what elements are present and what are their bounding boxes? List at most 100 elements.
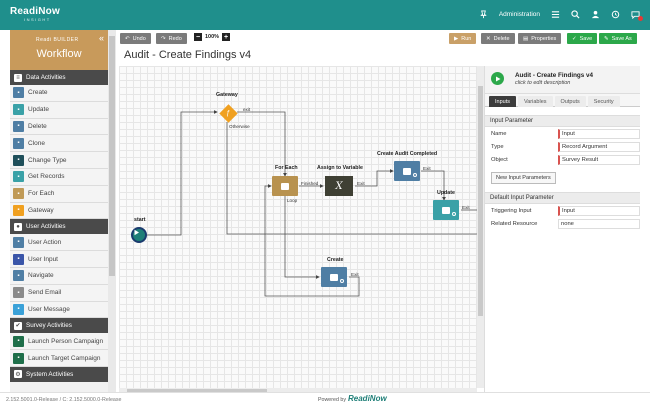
canvas-horizontal-scrollbar-thumb[interactable] bbox=[127, 389, 267, 393]
param-label: Triggering Input bbox=[491, 207, 532, 214]
email-icon: ▪ bbox=[13, 287, 24, 299]
save-button[interactable]: ✓Save bbox=[567, 33, 598, 44]
sidebar-item-launch-target-campaign[interactable]: ▪Launch Target Campaign bbox=[10, 350, 108, 367]
variable-x-icon: X bbox=[335, 180, 343, 192]
search-icon[interactable] bbox=[570, 9, 580, 19]
assign-to-variable-node[interactable]: X bbox=[325, 176, 353, 196]
sidebar-item-launch-person-campaign[interactable]: ▪Launch Person Campaign bbox=[10, 333, 108, 351]
sidebar-section-label: Survey Activities bbox=[26, 322, 72, 330]
new-input-parameters-button[interactable]: New Input Parameters bbox=[491, 172, 556, 184]
app-logo[interactable]: ReadiNow INSIGHT bbox=[10, 6, 60, 22]
zoom-out-button[interactable]: − bbox=[194, 33, 202, 41]
sidebar-item-label: User Message bbox=[28, 305, 70, 313]
run-button[interactable]: ▶Run bbox=[449, 33, 477, 44]
user-input-icon: ▪ bbox=[13, 253, 24, 265]
for-each-node-label: For Each bbox=[275, 165, 298, 171]
sidebar-item-label: Update bbox=[28, 106, 49, 114]
sidebar-item-get-records[interactable]: ▪ Get Records bbox=[10, 168, 108, 186]
sidebar-item-delete[interactable]: ▪Delete bbox=[10, 118, 108, 136]
sidebar-section-survey-activities[interactable]: ✔Survey Activities bbox=[10, 318, 108, 334]
sidebar-section-data-activities[interactable]: ≡Data Activities bbox=[10, 70, 108, 85]
sidebar-item-label: For Each bbox=[28, 190, 55, 198]
run-workflow-button[interactable] bbox=[491, 72, 504, 85]
for-each-icon: ▪ bbox=[13, 188, 24, 200]
sidebar-item-user-input[interactable]: ▪User Input bbox=[10, 251, 108, 268]
get-records-icon: ▪ bbox=[13, 171, 24, 183]
history-icon[interactable] bbox=[610, 9, 620, 19]
run-icon: ▶ bbox=[454, 35, 459, 42]
param-value-field[interactable]: Input bbox=[558, 128, 640, 139]
gear-icon bbox=[452, 212, 456, 216]
canvas-horizontal-scrollbar[interactable] bbox=[119, 388, 477, 394]
sidebar-section-user-activities[interactable]: ●User Activities bbox=[10, 219, 108, 235]
edge-label-completed-exit: Exit bbox=[423, 166, 431, 171]
page-title: Audit - Create Findings v4 bbox=[124, 49, 252, 61]
sidebar-item-create[interactable]: ▪Create bbox=[10, 85, 108, 102]
create-audit-completed-node[interactable] bbox=[394, 161, 420, 181]
save-as-button[interactable]: ✎Save As bbox=[599, 33, 637, 44]
gateway-icon: ƒ bbox=[226, 109, 230, 117]
sidebar-subtitle: Readi BUILDER bbox=[36, 37, 79, 43]
param-value-field[interactable]: Survey Result bbox=[558, 154, 640, 165]
sidebar-item-user-message[interactable]: ▪User Message bbox=[10, 301, 108, 319]
delete-button[interactable]: ✕Delete bbox=[481, 33, 515, 44]
create-node[interactable] bbox=[321, 267, 347, 287]
gears-icon: ⚙ bbox=[14, 370, 22, 379]
edge-gateway-otherwise bbox=[226, 122, 477, 235]
sidebar-item-clone[interactable]: ▪Clone bbox=[10, 135, 108, 153]
sidebar-item-user-action[interactable]: ▪User Action bbox=[10, 234, 108, 252]
param-value-field[interactable]: Record Argument bbox=[558, 141, 640, 152]
edge-label-finished: Finished bbox=[301, 181, 319, 186]
sidebar-item-gateway[interactable]: ▪Gateway bbox=[10, 202, 108, 220]
sidebar-item-change-type[interactable]: ▪Change Type bbox=[10, 152, 108, 169]
gateway-node[interactable]: ƒ bbox=[218, 103, 238, 123]
param-value-field[interactable]: none bbox=[558, 218, 640, 229]
canvas-vertical-scrollbar[interactable] bbox=[477, 66, 484, 388]
sidebar-item-for-each[interactable]: ▪ For Each bbox=[10, 185, 108, 203]
panel-description[interactable]: click to edit description bbox=[515, 80, 571, 86]
sidebar-item-label: User Action bbox=[28, 238, 62, 246]
sidebar-scrollbar[interactable] bbox=[108, 30, 116, 392]
redo-label: Redo bbox=[168, 35, 182, 42]
zoom-in-button[interactable]: + bbox=[222, 33, 231, 41]
undo-button[interactable]: ↶Undo bbox=[120, 33, 151, 44]
administration-menu[interactable]: Administration bbox=[498, 10, 540, 18]
delete-icon: ▪ bbox=[13, 120, 24, 132]
pin-icon[interactable] bbox=[479, 9, 489, 19]
canvas-vertical-scrollbar-thumb[interactable] bbox=[478, 86, 483, 316]
logo-sub: INSIGHT bbox=[24, 17, 51, 22]
properties-button[interactable]: ▤Properties bbox=[518, 33, 562, 44]
workflow-canvas[interactable]: Gateway ƒ exit Otherwise start For Each … bbox=[119, 66, 477, 388]
redo-button[interactable]: ↷Redo bbox=[156, 33, 187, 44]
sidebar-item-update[interactable]: ▪ Update bbox=[10, 101, 108, 119]
edge-start-gateway bbox=[147, 110, 218, 236]
edge-label-create-exit: Exit bbox=[351, 272, 359, 277]
tab-outputs[interactable]: Outputs bbox=[554, 96, 586, 107]
sidebar-scrollbar-thumb[interactable] bbox=[109, 36, 115, 276]
tab-variables[interactable]: Variables bbox=[517, 96, 553, 107]
user-icon[interactable] bbox=[590, 9, 600, 19]
tab-inputs[interactable]: Inputs bbox=[489, 96, 516, 107]
footer-brand-logo: ReadiNow bbox=[348, 394, 387, 403]
notifications-icon[interactable] bbox=[630, 9, 643, 21]
sidebar-item-label: Get Records bbox=[28, 173, 65, 181]
toolbar: ↶Undo ↷Redo − 100% + ▶Run ✕Delete ▤Prope… bbox=[120, 33, 640, 45]
sidebar-item-navigate[interactable]: ▪Navigate bbox=[10, 267, 108, 285]
edge-label-update-exit: Exit bbox=[462, 205, 470, 210]
sidebar-item-send-email[interactable]: ▪Send Email bbox=[10, 284, 108, 302]
sidebar-section-system-activities[interactable]: ⚙System Activities bbox=[10, 366, 108, 382]
start-node[interactable] bbox=[131, 227, 147, 243]
menu-icon[interactable] bbox=[550, 9, 560, 19]
double-chevron-left-icon[interactable]: « bbox=[98, 33, 104, 43]
update-icon: ▪ bbox=[13, 104, 24, 116]
param-value-field[interactable]: Input bbox=[558, 205, 640, 216]
change-type-icon: ▪ bbox=[13, 154, 24, 166]
update-node[interactable] bbox=[433, 200, 459, 220]
notification-badge bbox=[638, 16, 643, 21]
sidebar-item-label: Navigate bbox=[28, 272, 54, 280]
undo-label: Undo bbox=[132, 35, 146, 42]
for-each-node[interactable] bbox=[272, 176, 298, 196]
for-each-icon bbox=[281, 182, 289, 190]
edge-label-gateway-otherwise: Otherwise bbox=[229, 124, 250, 129]
tab-security[interactable]: Security bbox=[587, 96, 620, 107]
